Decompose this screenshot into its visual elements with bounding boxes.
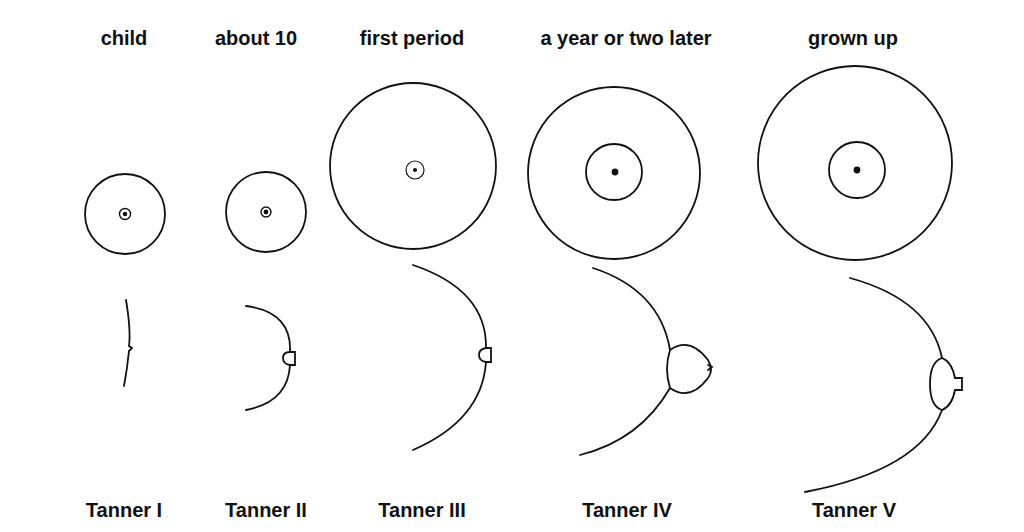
- age-label: first period: [360, 26, 464, 50]
- side-views: [124, 265, 962, 492]
- stage-label: Tanner IV: [582, 498, 672, 522]
- stage-label: Tanner I: [86, 498, 162, 522]
- stage-label: Tanner V: [812, 498, 896, 522]
- age-label: grown up: [808, 26, 898, 50]
- age-label: a year or two later: [540, 26, 711, 50]
- age-label: about 10: [215, 26, 297, 50]
- age-label: child: [101, 26, 148, 50]
- stage-label: Tanner III: [378, 498, 465, 522]
- front-views: [85, 66, 952, 260]
- stage-label: Tanner II: [225, 498, 307, 522]
